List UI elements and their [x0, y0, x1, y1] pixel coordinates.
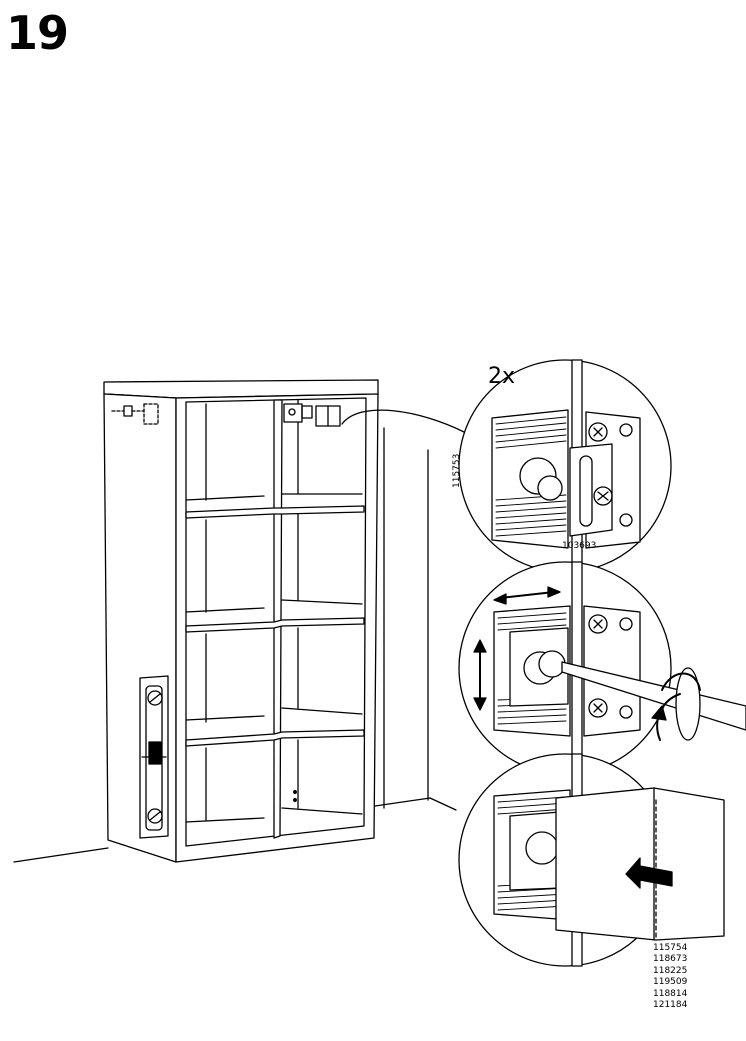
part-number: 118225 — [653, 965, 688, 976]
detail-2 — [458, 561, 746, 775]
bookcase — [103, 379, 379, 863]
step-number: 19 — [6, 6, 69, 60]
part-number-list: 115754 118673 118225 119509 118814 12118… — [653, 943, 687, 1011]
part-number: 121184 — [653, 1000, 688, 1011]
part-number: 119509 — [653, 977, 688, 988]
part-number: 118814 — [653, 988, 688, 999]
part-number-vertical: 115753 — [452, 453, 462, 488]
room-lines — [13, 427, 457, 863]
quantity-label: 2x — [488, 364, 516, 389]
part-number-bracket: 103693 — [562, 541, 597, 551]
part-number: 118673 — [653, 954, 688, 965]
part-number: 115754 — [653, 943, 688, 953]
detail-3 — [458, 753, 725, 967]
callout-line — [341, 409, 465, 433]
